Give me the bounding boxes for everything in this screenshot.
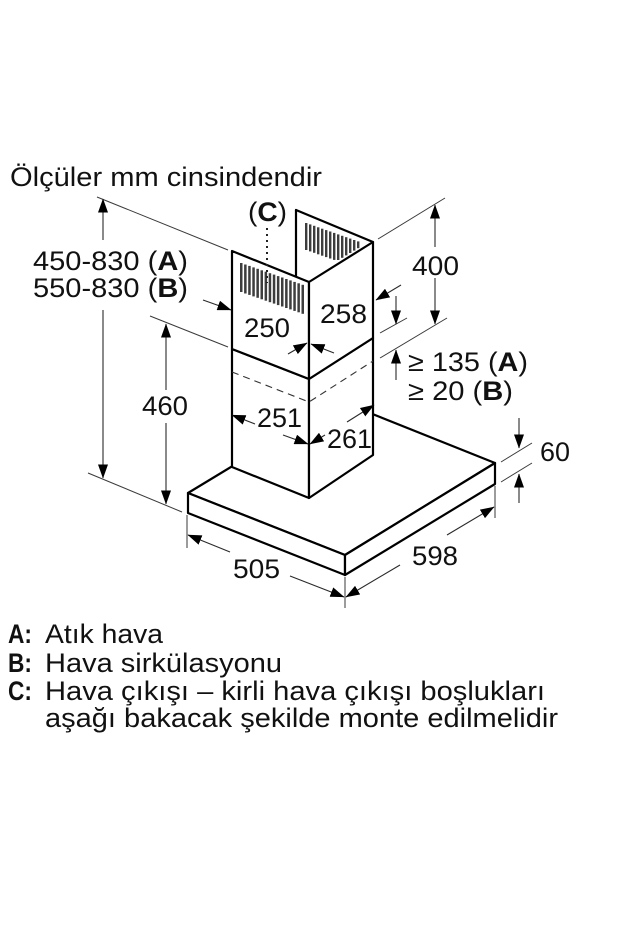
hood-depth-label: 505: [233, 554, 280, 584]
upper-depth-arrow-left: [287, 342, 308, 355]
total-height-a-label: 450-830 (A): [33, 246, 188, 276]
overlap-a-label: ≥ 135 (A): [408, 347, 528, 377]
legend-text-continuation: aşağı bakacak şekilde monte edilmelidir: [45, 703, 558, 733]
hood-width-arrow-right: [446, 506, 495, 536]
hood-canopy: [186, 399, 497, 577]
lower-width-arrow-left: [231, 414, 256, 425]
lower-chimney-width-label: 251: [257, 403, 302, 433]
lower-chimney: [230, 336, 375, 500]
hood-depth-arrow-left: [187, 534, 231, 553]
lower-width-arrow-right: [282, 434, 309, 445]
lower-depth-arrow-left: [309, 432, 326, 445]
legend-text: Atık hava: [45, 619, 164, 649]
back-panel-top-edge: [294, 208, 375, 244]
overlap-b-label: ≥ 20 (B): [408, 376, 513, 406]
callout-c-label: (C): [248, 197, 287, 227]
hood-width-arrow-left: [345, 564, 401, 598]
extension-lines: [87, 196, 533, 608]
lower-depth-arrow-right: [346, 404, 375, 423]
legend-text: Hava sirkülasyonu: [45, 648, 282, 678]
legend-item-c: C: Hava çıkışı – kirli hava çıkışı boşlu…: [8, 676, 558, 733]
upper-width-arrow-right: [310, 343, 335, 354]
dimension-arrows: [98, 198, 524, 598]
legend-text: Hava çıkışı – kirli hava çıkışı boşlukla…: [45, 676, 545, 706]
legend-key: B:: [8, 648, 32, 678]
total-height-b-label: 550-830 (B): [33, 273, 188, 303]
hood-front-right-face: [343, 461, 497, 577]
upper-chimney-width-label: 250: [244, 313, 290, 343]
lower-chimney-height-label: 460: [142, 391, 188, 421]
overlap-dashed-line: [231, 360, 374, 403]
legend-item-b: B: Hava sirkülasyonu: [8, 648, 282, 678]
back-panel-vent-slots: [305, 223, 360, 260]
legend-key: C:: [8, 676, 32, 706]
upper-width-arrow-left: [202, 299, 232, 311]
legend-item-a: A: Atık hava: [8, 619, 164, 649]
legend: A: Atık hava B: Hava sirkülasyonu C: Hav…: [8, 619, 558, 733]
hood-depth-arrow-right: [289, 575, 345, 598]
front-panel-vent-slots: [240, 263, 304, 314]
hood-width-label: 598: [412, 541, 458, 571]
hood-height-label: 60: [540, 437, 570, 467]
upper-chimney-depth-label: 258: [320, 299, 367, 329]
legend-key: A:: [8, 619, 32, 649]
lower-chimney-depth-label: 261: [327, 424, 372, 454]
upper-chimney-height-label: 400: [412, 251, 459, 281]
upper-depth-arrow-right: [375, 284, 402, 301]
units-note: Ölçüler mm cinsindendir: [10, 162, 322, 192]
